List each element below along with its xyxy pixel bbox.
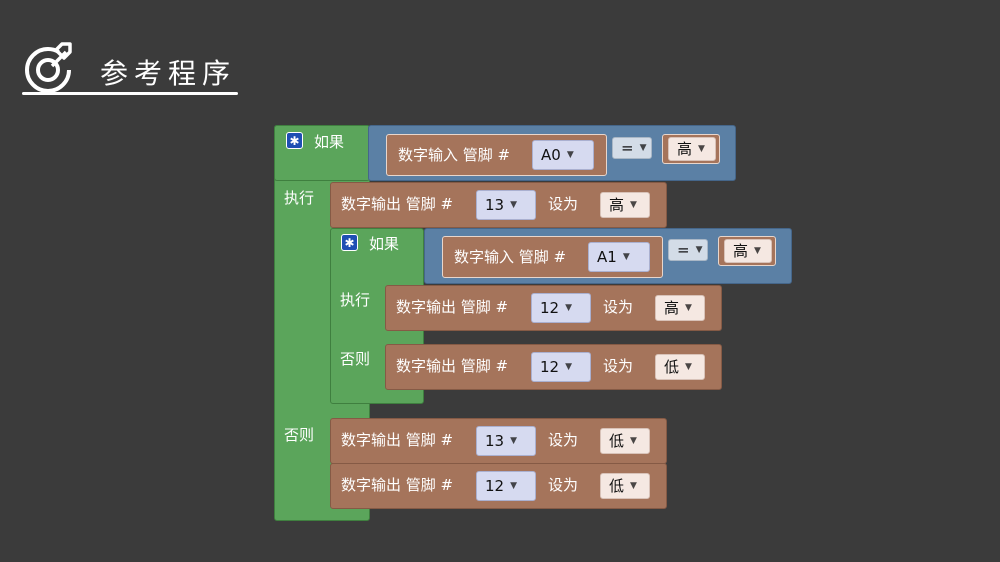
else1-pin-dropdown[interactable]: 13 ▼ bbox=[476, 426, 536, 456]
inner-then-pin-dropdown[interactable]: 12 ▼ bbox=[531, 293, 591, 323]
inner-operator-dropdown[interactable]: =▼ bbox=[668, 239, 708, 261]
chevron-down-icon: ▼ bbox=[565, 361, 573, 372]
inner-then-level-value: 高 bbox=[664, 298, 680, 317]
inner-else-pin-value: 12 bbox=[540, 357, 560, 376]
inner-level-dropdown[interactable]: 高▼ bbox=[724, 239, 772, 263]
then-pin-dropdown[interactable]: 13 ▼ bbox=[476, 190, 536, 220]
outer-if-label: 如果 bbox=[314, 133, 345, 151]
chevron-down-icon: ▼ bbox=[630, 480, 637, 491]
inner-else-pin-dropdown[interactable]: 12 ▼ bbox=[531, 352, 591, 382]
chevron-down-icon: ▼ bbox=[566, 149, 574, 160]
chevron-down-icon: ▼ bbox=[685, 361, 692, 372]
else2-write-label: 数字输出 管脚 # bbox=[341, 476, 454, 494]
else2-level-value: 低 bbox=[609, 476, 625, 495]
chevron-down-icon: ▼ bbox=[754, 245, 761, 256]
inner-else-label: 否则 bbox=[340, 350, 371, 368]
chevron-down-icon: ▼ bbox=[630, 199, 637, 210]
else1-pin-value: 13 bbox=[485, 431, 505, 450]
then-level-dropdown[interactable]: 高▼ bbox=[600, 192, 650, 218]
chevron-down-icon: ▼ bbox=[639, 142, 647, 153]
inner-digital-read-label: 数字输入 管脚 # bbox=[454, 248, 567, 266]
page-title: 参考程序 bbox=[100, 57, 237, 90]
chevron-down-icon: ▼ bbox=[698, 143, 705, 154]
inner-then-label: 执行 bbox=[340, 291, 371, 309]
else2-level-dropdown[interactable]: 低▼ bbox=[600, 473, 650, 499]
else1-set-to-label: 设为 bbox=[548, 431, 579, 449]
outer-digital-read-label: 数字输入 管脚 # bbox=[398, 146, 511, 164]
outer-read-pin-dropdown[interactable]: A0 ▼ bbox=[532, 140, 594, 170]
outer-read-pin-value: A0 bbox=[541, 145, 561, 164]
outer-else-label: 否则 bbox=[284, 426, 315, 444]
inner-else-level-value: 低 bbox=[664, 357, 680, 376]
outer-level-value: 高 bbox=[677, 139, 693, 158]
then-level-value: 高 bbox=[609, 195, 625, 214]
inner-then-set-to-label: 设为 bbox=[603, 298, 634, 316]
outer-operator-value: = bbox=[621, 138, 634, 157]
chevron-down-icon: ▼ bbox=[622, 251, 630, 262]
target-rocket-icon bbox=[25, 42, 72, 93]
inner-operator-value: = bbox=[677, 240, 690, 259]
then-write-label: 数字输出 管脚 # bbox=[341, 195, 454, 213]
then-set-to-label: 设为 bbox=[548, 195, 579, 213]
inner-else-level-dropdown[interactable]: 低▼ bbox=[655, 354, 705, 380]
chevron-down-icon: ▼ bbox=[685, 302, 692, 313]
inner-read-pin-value: A1 bbox=[597, 247, 617, 266]
chevron-down-icon: ▼ bbox=[565, 302, 573, 313]
else1-level-dropdown[interactable]: 低▼ bbox=[600, 428, 650, 454]
chevron-down-icon: ▼ bbox=[510, 480, 518, 491]
outer-level-dropdown[interactable]: 高▼ bbox=[668, 137, 716, 161]
inner-then-write-label: 数字输出 管脚 # bbox=[396, 298, 509, 316]
else1-level-value: 低 bbox=[609, 431, 625, 450]
outer-then-label: 执行 bbox=[284, 189, 315, 207]
chevron-down-icon: ▼ bbox=[510, 435, 518, 446]
chevron-down-icon: ▼ bbox=[510, 199, 518, 210]
gear-icon[interactable]: ✱ bbox=[286, 132, 303, 149]
else1-write-label: 数字输出 管脚 # bbox=[341, 431, 454, 449]
inner-then-pin-value: 12 bbox=[540, 298, 560, 317]
else2-pin-value: 12 bbox=[485, 476, 505, 495]
inner-else-set-to-label: 设为 bbox=[603, 357, 634, 375]
then-pin-value: 13 bbox=[485, 195, 505, 214]
outer-operator-dropdown[interactable]: =▼ bbox=[612, 137, 652, 159]
inner-read-pin-dropdown[interactable]: A1 ▼ bbox=[588, 242, 650, 272]
chevron-down-icon: ▼ bbox=[630, 435, 637, 446]
inner-if-label: 如果 bbox=[369, 235, 400, 253]
inner-level-value: 高 bbox=[733, 241, 749, 260]
gear-icon[interactable]: ✱ bbox=[341, 234, 358, 251]
chevron-down-icon: ▼ bbox=[695, 244, 703, 255]
else2-pin-dropdown[interactable]: 12 ▼ bbox=[476, 471, 536, 501]
else2-set-to-label: 设为 bbox=[548, 476, 579, 494]
inner-else-write-label: 数字输出 管脚 # bbox=[396, 357, 509, 375]
title-underline bbox=[22, 92, 238, 95]
inner-then-level-dropdown[interactable]: 高▼ bbox=[655, 295, 705, 321]
